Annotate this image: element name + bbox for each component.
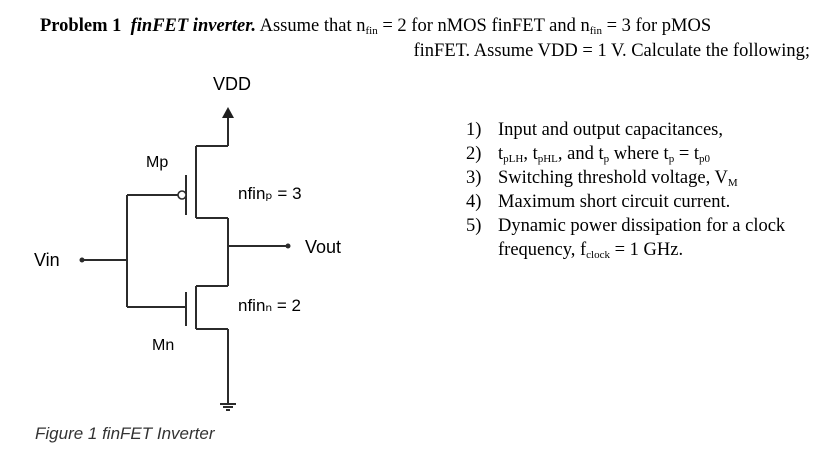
task-item: 1)Input and output capacitances,	[466, 120, 723, 140]
statement-text-1: Assume that n	[259, 16, 366, 36]
fin-subscript: fin	[365, 25, 378, 37]
nfinp-label: nfinₚ = 3	[238, 184, 302, 203]
statement-text-4: finFET. Assume VDD = 1 V. Calculate the …	[413, 41, 810, 61]
ground-icon	[220, 403, 236, 411]
statement-text-3: = 3 for pMOS	[602, 16, 712, 36]
fin-subscript: fin	[589, 25, 602, 37]
vout-terminal	[285, 243, 291, 249]
mp-label: Mp	[146, 154, 168, 171]
problem-title: finFET inverter.	[130, 16, 257, 36]
task-list: 1)Input and output capacitances, 2)tpLH,…	[466, 118, 816, 262]
vdd-label: VDD	[213, 74, 251, 94]
nfinn-label: nfinₙ = 2	[238, 296, 301, 315]
mn-label: Mn	[152, 337, 174, 354]
vout-label: Vout	[305, 237, 341, 257]
task-item: 3)Switching threshold voltage, VM	[466, 168, 738, 189]
vin-label: Vin	[34, 250, 60, 270]
vdd-arrow-icon	[222, 107, 234, 118]
problem-statement: Problem 1 finFET inverter. Assume that n…	[40, 14, 810, 64]
statement-text-2: = 2 for nMOS finFET and n	[377, 16, 590, 36]
task-item: 4)Maximum short circuit current.	[466, 192, 731, 212]
mp-gate-bubble	[177, 190, 187, 200]
vin-terminal	[79, 257, 85, 263]
problem-label: Problem 1	[40, 16, 122, 36]
task-item: 2)tpLH, tpHL, and tp where tp = tp0	[466, 144, 711, 165]
figure-caption: Figure 1 finFET Inverter	[35, 424, 215, 443]
